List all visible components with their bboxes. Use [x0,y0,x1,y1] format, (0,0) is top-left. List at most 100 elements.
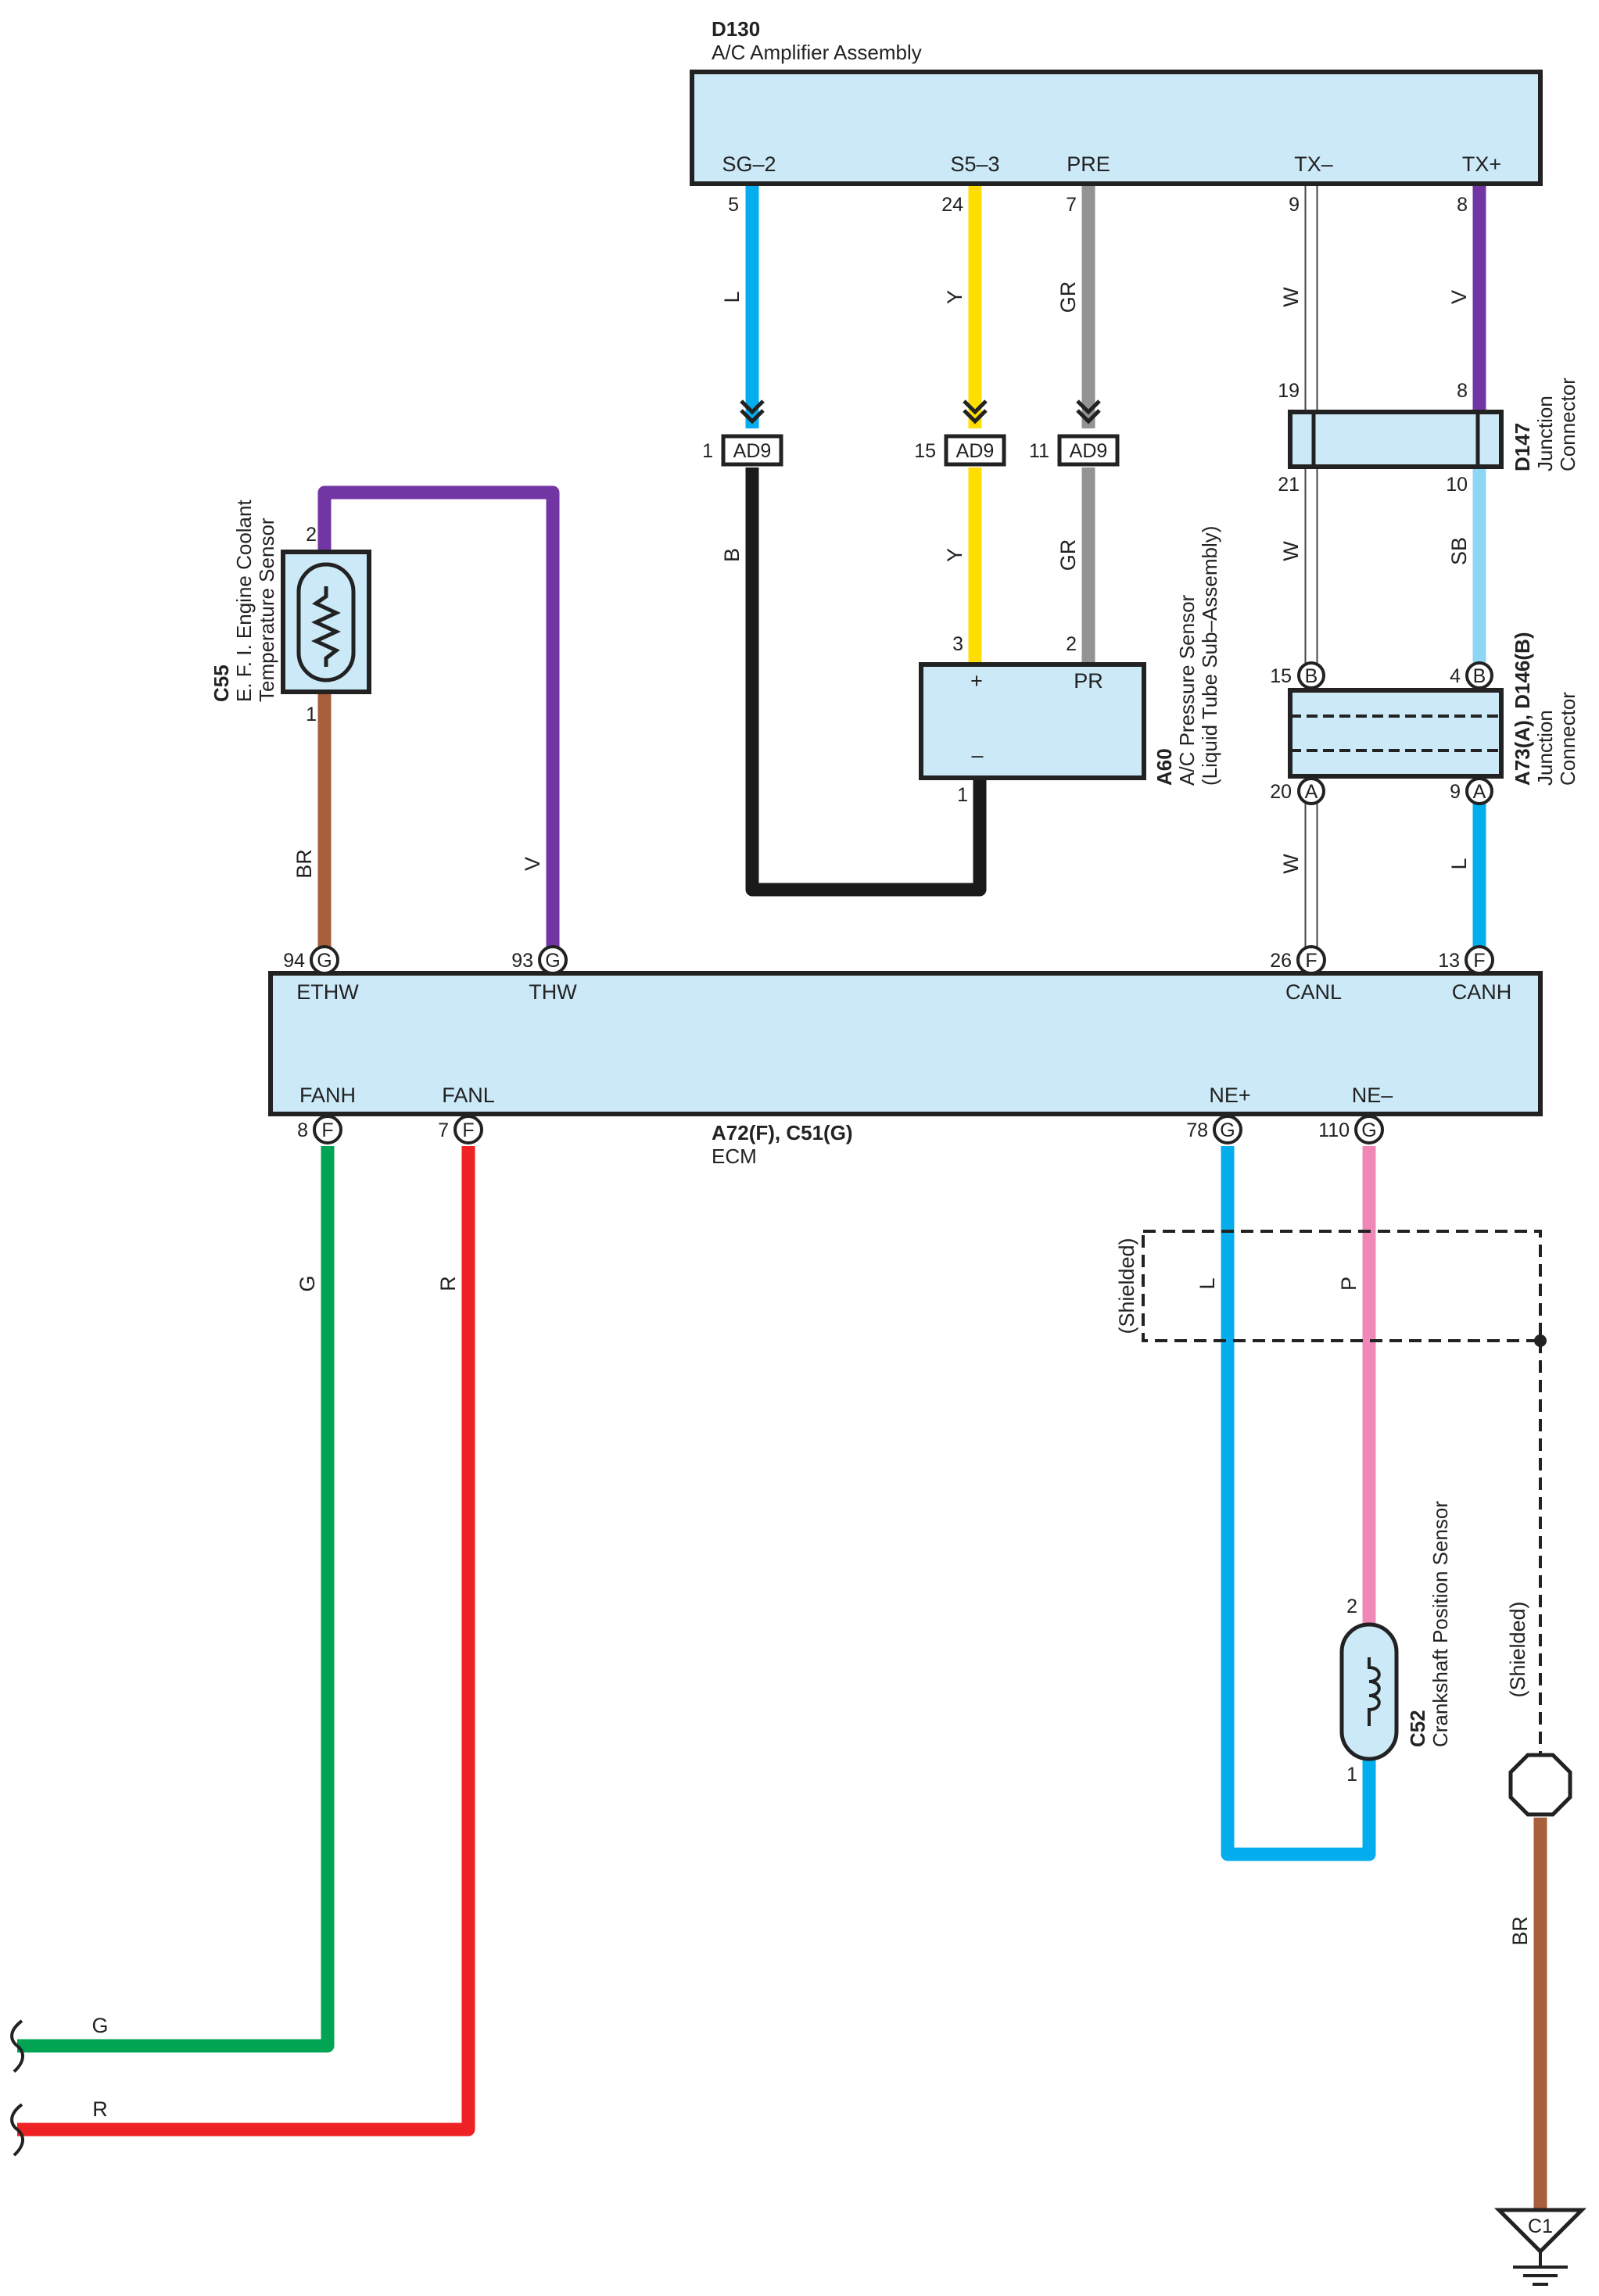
a60-box [919,662,1146,780]
d130-code: D130 [712,17,760,41]
wire-label-nem: P [1337,1277,1361,1291]
wire-label-fanh: G [296,1275,319,1291]
svg-text:A: A [1305,781,1318,803]
d147-line1: Junction [1533,396,1557,471]
wire-label-nep: L [1196,1277,1219,1289]
d130-term-txp: TX+ [1462,152,1501,176]
a73-line1: Junction [1533,710,1557,786]
ecm-badge-fanl: F [454,1115,483,1144]
ecm-pin-fanl: 7 [438,1119,449,1141]
ecm-badge-thw: G [538,945,568,975]
svg-text:F: F [1473,950,1485,972]
svg-text:F: F [462,1119,474,1141]
d130-pin-s53: 24 [941,194,963,216]
a60-line1: A/C Pressure Sensor [1175,594,1199,786]
d130-pin-sg2: 5 [728,194,739,216]
wire-label-fanh-exit: G [91,2014,108,2037]
c55-code: C55 [210,664,233,702]
a73-pin-b-right: 4 [1450,665,1461,687]
break-icon-r [10,2103,24,2157]
shield-label-side: (Shielded) [1506,1601,1529,1697]
ecm-term-canl: CANL [1285,980,1342,1004]
c55-sensor [281,550,371,694]
shield-box [1142,1230,1542,1342]
ecm-pin-nep: 78 [1186,1119,1208,1141]
ecm-pin-fanh: 8 [297,1119,308,1141]
wire-fanl-r [17,1146,475,2137]
a60-pin-minus: 1 [957,784,968,806]
c52-sensor [1339,1622,1399,1761]
ecm-term-ethw: ETHW [296,980,359,1004]
a73-pin-badge-a-left: A [1297,777,1325,805]
svg-text:B: B [1473,665,1486,687]
wire-label-pre: GR [1056,281,1080,313]
d147-code: D147 [1511,423,1534,471]
wire-label-s53: Y [943,290,966,304]
ecm-pin-nem: 110 [1318,1119,1350,1141]
ad9-connector-11: AD9 11 [1029,399,1120,467]
a73-pin-a-right: 9 [1450,781,1461,803]
d147-pin-bottom-right: 10 [1446,474,1468,496]
wire-ad9-1-b [745,467,987,897]
d147-line2: Connector [1556,378,1579,471]
wire-thw-v [317,485,560,960]
wire-label-txp: V [1447,290,1471,304]
svg-text:AD9: AD9 [956,440,995,462]
ad9-connector-1: AD9 1 [702,399,783,467]
ecm-term-fanl: FANL [442,1084,495,1107]
wire-label-txm: W [1279,287,1303,307]
wire-nep-l [1221,1146,1376,1861]
svg-text:A: A [1473,781,1486,803]
ecm-name: ECM [712,1144,757,1168]
thermistor-icon [311,586,341,667]
c55-line1: E. F. I. Engine Coolant [232,500,256,702]
ecm-badge-ethw: G [310,945,339,975]
a73-junction-connector [1288,688,1504,779]
a60-pr-label: PR [1074,669,1103,693]
d130-pin-txm: 9 [1289,194,1300,216]
wire-label-d147-left: W [1279,541,1303,561]
d130-box [690,70,1543,186]
wire-label-ad9-1: B [720,548,744,562]
ecm-term-canh: CANH [1452,980,1512,1004]
d147-pin-top-right: 8 [1457,380,1468,402]
d130-term-pre: PRE [1067,152,1110,176]
ecm-pin-ethw: 94 [283,950,305,972]
wire-label-thw: V [521,857,544,871]
wire-label-sg2: L [720,291,744,303]
wire-label-ground: BR [1508,1916,1532,1946]
a60-plus-label: + [970,669,983,693]
d130-term-s53: S5–3 [950,152,999,176]
ecm-term-nem: NE– [1352,1084,1393,1107]
wire-label-fanl: R [436,1276,460,1291]
ground-code: C1 [1528,2215,1553,2237]
svg-text:F: F [1305,950,1317,972]
a73-pin-badge-a-right: A [1465,777,1493,805]
wire-label-a73-left: W [1279,854,1303,874]
ecm-code: A72(F), C51(G) [712,1121,853,1144]
d130-term-sg2: SG–2 [722,152,776,176]
ecm-pin-canl: 26 [1270,950,1292,972]
ecm-badge-fanh: F [313,1115,342,1144]
d130-pin-txp: 8 [1457,194,1468,216]
wire-label-a73-right: L [1447,858,1471,869]
c52-pin-top: 2 [1346,1596,1357,1617]
c52-name: Crankshaft Position Sensor [1429,1501,1452,1747]
c52-code: C52 [1406,1710,1429,1747]
d147-pin-top-left: 19 [1278,380,1300,402]
wire-label-ad9-11: GR [1056,539,1080,571]
a60-line2: (Liquid Tube Sub–Assembly) [1198,526,1221,786]
ad9-connector-15: AD9 15 [914,399,1006,467]
ecm-term-fanh: FANH [299,1084,356,1107]
svg-text:11: 11 [1029,440,1049,462]
c52-pin-bottom: 1 [1346,1764,1357,1786]
shield-junction-dot [1534,1334,1547,1347]
ground-symbol-icon [1493,2208,1587,2286]
ecm-term-nep: NE+ [1209,1084,1250,1107]
c55-line2: Temperature Sensor [255,518,278,702]
svg-text:G: G [1220,1119,1235,1141]
svg-text:G: G [545,950,560,972]
d130-term-txm: TX– [1294,152,1333,176]
coil-icon [1368,1657,1381,1726]
